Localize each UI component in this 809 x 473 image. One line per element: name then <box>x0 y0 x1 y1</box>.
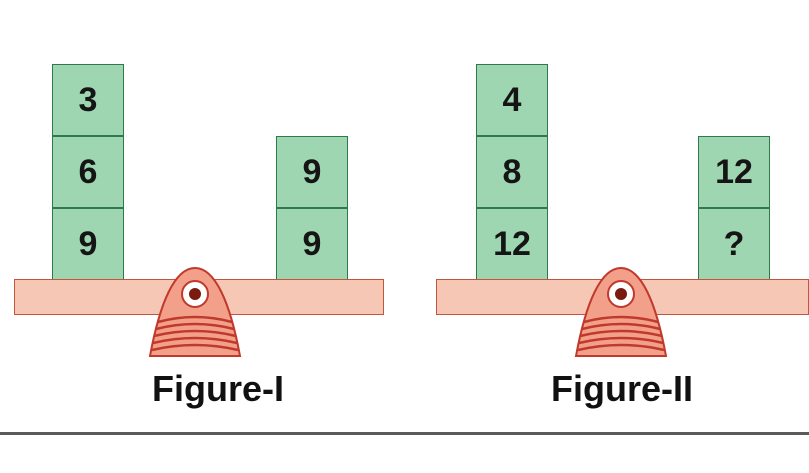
fulcrum-icon <box>574 266 668 357</box>
number-block: 3 <box>52 64 124 136</box>
figure-2: 4 8 12 12 ? Figure-II <box>424 0 809 440</box>
divider-line <box>0 432 809 435</box>
figure-caption: Figure-II <box>551 368 693 409</box>
fulcrum-icon <box>148 266 242 357</box>
number-block: 4 <box>476 64 548 136</box>
figure-1: 3 6 9 9 9 Figure-I <box>0 0 400 440</box>
figure-caption: Figure-I <box>152 368 284 409</box>
number-block: 9 <box>276 208 348 280</box>
unknown-block: ? <box>698 208 770 280</box>
number-block: 12 <box>476 208 548 280</box>
number-block: 12 <box>698 136 770 208</box>
number-block: 9 <box>52 208 124 280</box>
number-block: 9 <box>276 136 348 208</box>
number-block: 6 <box>52 136 124 208</box>
number-block: 8 <box>476 136 548 208</box>
